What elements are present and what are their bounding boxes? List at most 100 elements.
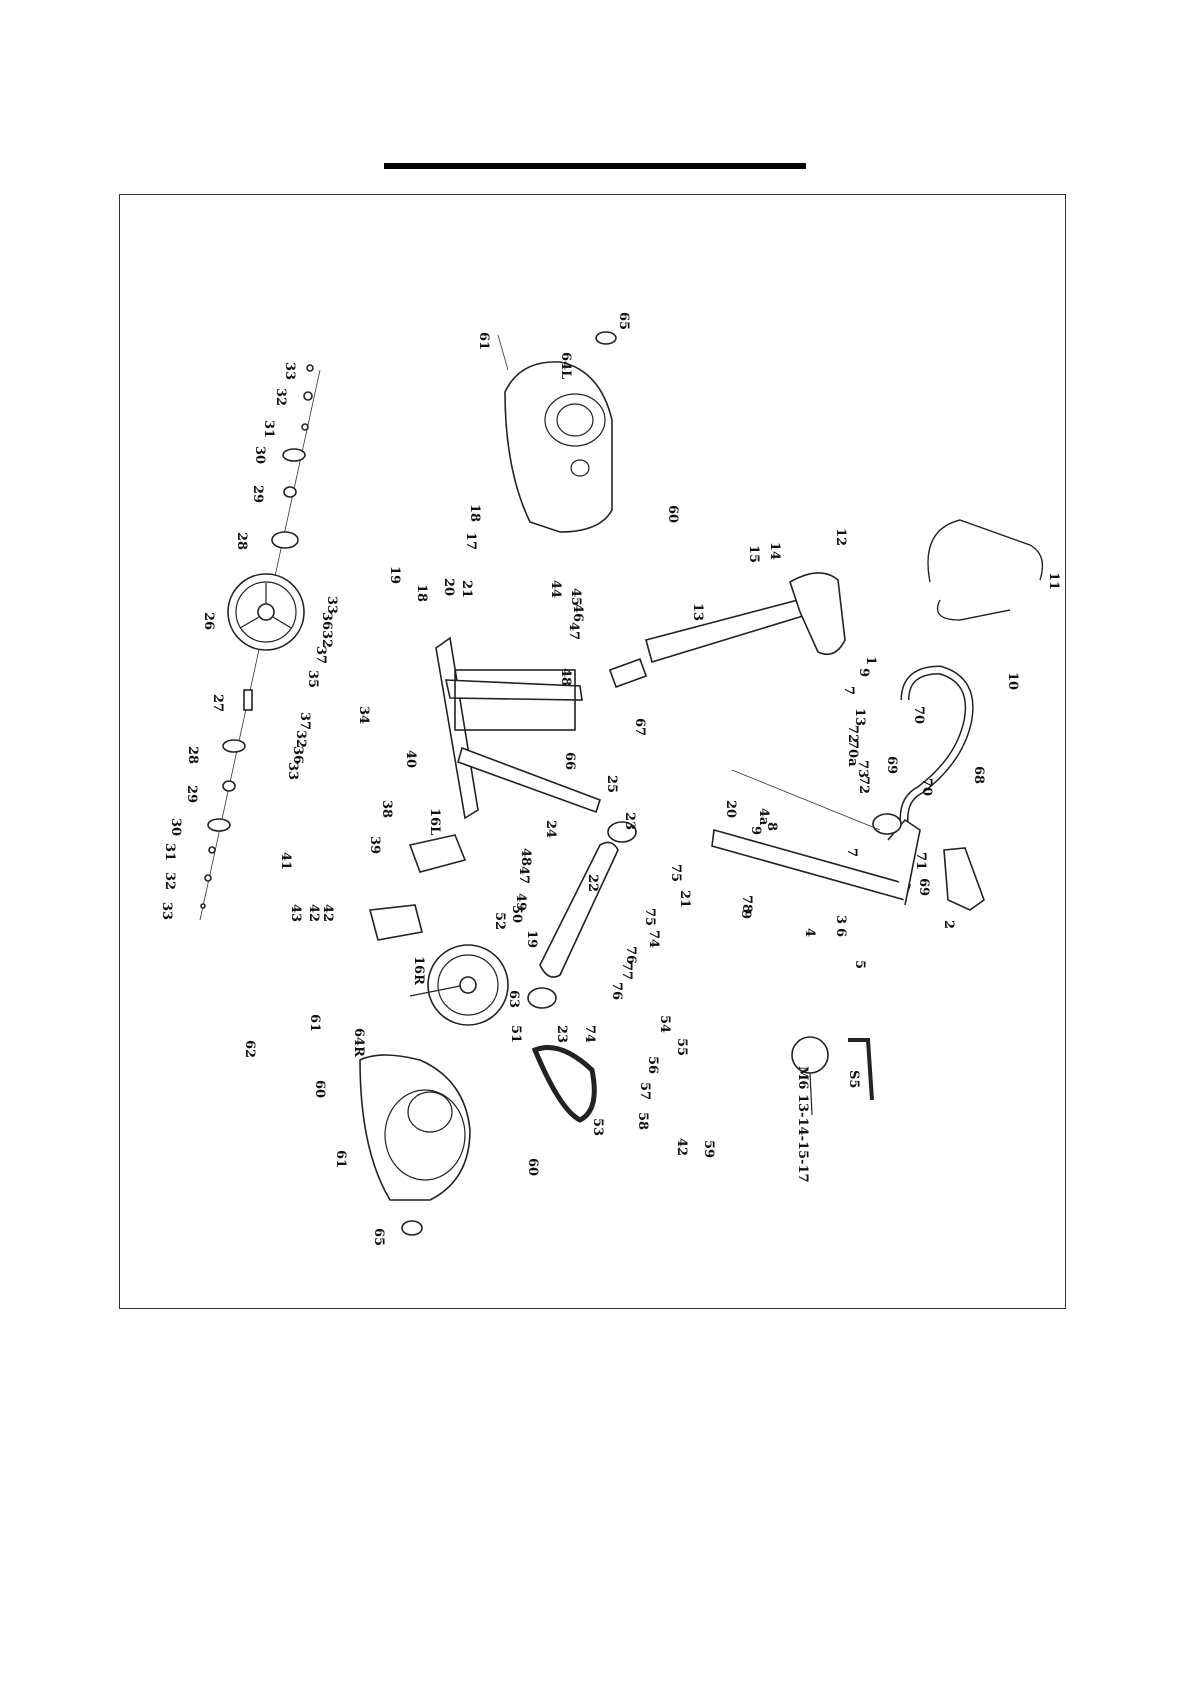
part-label: 64L	[558, 352, 573, 379]
part-label: 52	[492, 912, 507, 930]
part-label: 70a	[845, 740, 860, 767]
part-label: 37	[297, 712, 312, 730]
part-label: 5	[852, 960, 867, 969]
part-label: 63	[506, 990, 521, 1008]
part-label: 22	[585, 874, 600, 892]
part-label: 23	[554, 1025, 569, 1043]
part-label: 73	[855, 760, 870, 778]
part-label: 31	[162, 843, 177, 861]
part-label: 20	[441, 578, 456, 596]
part-label: 8	[764, 822, 779, 831]
part-label: 34	[356, 706, 371, 724]
part-label: 24	[543, 820, 558, 838]
part-label: 30	[168, 818, 183, 836]
pedal-right	[368, 904, 423, 941]
part-label: 35	[305, 670, 320, 688]
part-label: 30	[252, 446, 267, 464]
part-label: 65	[371, 1228, 386, 1246]
part-label: 42	[320, 904, 335, 922]
part-label: 70	[911, 706, 926, 724]
crank-axle-assembly	[199, 364, 321, 921]
part-label: 32	[293, 730, 308, 748]
part-label: 9	[738, 910, 753, 919]
part-label: 76	[609, 982, 624, 1000]
part-label: 28	[234, 532, 249, 550]
part-label: 4	[802, 928, 817, 937]
part-label: 48	[558, 668, 573, 686]
part-label: 59	[701, 1140, 716, 1158]
part-label: 2	[941, 920, 956, 929]
console	[943, 847, 985, 911]
part-label: 10	[1005, 672, 1020, 690]
part-label: 72	[856, 776, 871, 794]
part-label: 44	[548, 580, 563, 598]
part-label: 18	[414, 584, 429, 602]
seat-assembly	[608, 572, 846, 688]
part-label: 41	[278, 852, 293, 870]
part-label: 31	[261, 420, 276, 438]
part-label: 7	[844, 848, 859, 857]
part-label: 7	[841, 686, 856, 695]
part-label: 1	[863, 656, 878, 665]
part-label: 50	[509, 905, 524, 923]
part-label: 19	[524, 930, 539, 948]
tool-wrench	[791, 1036, 829, 1116]
part-label: 19	[387, 566, 402, 584]
main-frame	[435, 636, 602, 820]
part-label: 49	[513, 893, 528, 911]
part-label: 33	[282, 362, 297, 380]
part-label: 33	[159, 902, 174, 920]
part-label: 13	[690, 603, 705, 621]
part-label: 36	[319, 612, 334, 630]
part-label: 64R	[351, 1028, 366, 1057]
part-label: 60	[525, 1158, 540, 1176]
part-label: 46	[570, 604, 585, 622]
part-label: 78	[739, 895, 754, 913]
part-label: 45	[568, 588, 583, 606]
part-label: 76	[623, 946, 638, 964]
rear-stabilizer	[527, 821, 637, 1009]
part-label: 65	[616, 312, 631, 330]
part-label: 69	[916, 878, 931, 896]
part-label: 69	[884, 756, 899, 774]
part-label: 29	[250, 485, 265, 503]
part-label: 70	[919, 778, 934, 796]
part-label: 60	[312, 1080, 327, 1098]
left-cover	[497, 331, 617, 533]
part-label: 62	[242, 1040, 257, 1058]
part-label: 26	[201, 612, 216, 630]
part-label: 21	[677, 890, 692, 908]
part-label: 54	[657, 1015, 672, 1033]
tool-allen-key	[848, 1038, 874, 1101]
part-label: 61	[476, 332, 491, 350]
part-label: 4a	[756, 808, 771, 826]
part-label: 37	[313, 646, 328, 664]
part-label: 68	[971, 766, 986, 784]
part-label: 55	[674, 1038, 689, 1056]
part-label: 48	[518, 848, 533, 866]
part-label: 32	[162, 872, 177, 890]
part-label: 12	[833, 528, 848, 546]
handlebar-upper	[927, 519, 1043, 621]
part-label: 14	[767, 542, 782, 560]
part-label: 51	[508, 1025, 523, 1043]
part-label: 47	[516, 866, 531, 884]
right-cover	[359, 1054, 471, 1236]
part-label: 9	[856, 668, 871, 677]
part-label: 58	[635, 1112, 650, 1130]
part-label: 33	[324, 596, 339, 614]
part-label: 56	[645, 1056, 660, 1074]
part-label: 21	[459, 580, 474, 598]
part-label: 18	[467, 504, 482, 522]
part-label: 17	[463, 532, 478, 550]
tool-label: M6	[795, 1066, 810, 1089]
part-label: 9	[748, 826, 763, 835]
flywheel	[409, 944, 509, 1026]
part-label: 16L	[427, 808, 442, 835]
part-label: 74	[646, 930, 661, 948]
part-label: 43	[288, 904, 303, 922]
part-label: 60	[665, 505, 680, 523]
tool-label: 13-14-15-17	[795, 1094, 810, 1183]
part-label: 28	[185, 746, 200, 764]
part-label: 20	[723, 800, 738, 818]
